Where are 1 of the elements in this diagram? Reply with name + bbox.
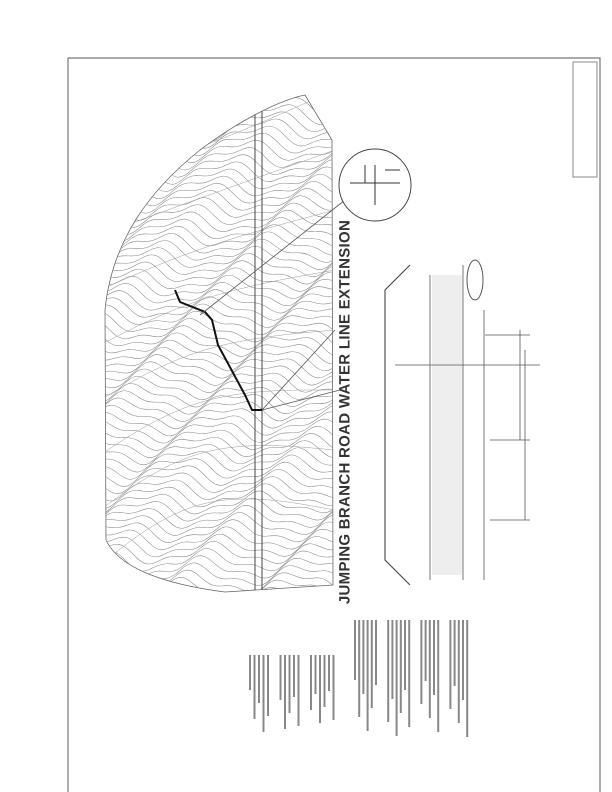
title: JUMPING BRANCH ROAD WATER LINE EXTENSION	[336, 220, 354, 604]
